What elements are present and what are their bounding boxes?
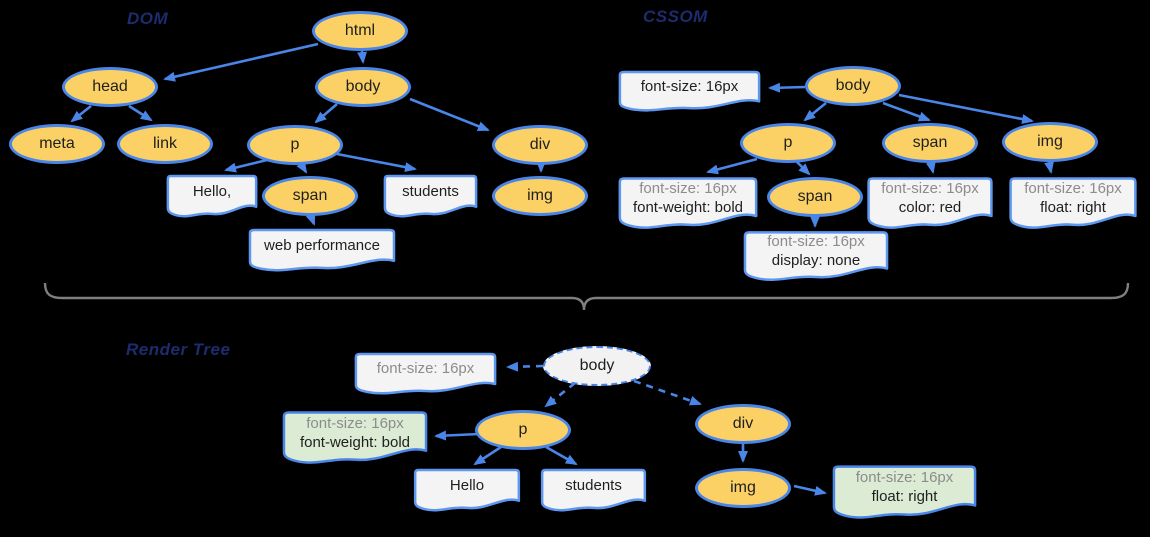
edge-render-p-hello (473, 445, 502, 466)
combine-brace (43, 282, 1130, 311)
edge-html-head (163, 42, 319, 82)
dom-head-node: head (62, 67, 158, 107)
edge-cssom-body-style (768, 82, 806, 93)
cssom-p-node: p (740, 123, 836, 163)
render-body-style-box: font-size: 16px (353, 352, 498, 396)
render-p-node: p (475, 410, 571, 450)
cssom-span2-node: span (767, 177, 863, 217)
dom-div-node: div (492, 125, 588, 165)
cssom-img-node: img (1002, 122, 1098, 162)
dom-div-label: div (529, 136, 551, 153)
render-img-node: img (695, 468, 791, 508)
edge-render-img-style (793, 484, 827, 496)
dom-span-node: span (262, 176, 358, 216)
dom-p-label: p (290, 136, 300, 153)
dom-html-label: html (344, 22, 376, 39)
dom-meta-label: meta (39, 135, 75, 152)
cssom-img-style-label: float: right (1040, 199, 1106, 216)
edge-cssom-p-style (706, 157, 758, 175)
dom-img-node: img (492, 176, 588, 216)
render-div-label: div (732, 415, 754, 432)
dom-text-students: students (383, 174, 478, 219)
cssom-span2-style-box: font-size: 16px display: none (742, 230, 890, 283)
cssom-p-inherited-label: font-size: 16px (639, 180, 737, 197)
dom-span-label: span (292, 187, 328, 204)
dom-html-node: html (312, 11, 408, 51)
cssom-body-style-box: font-size: 16px (617, 70, 762, 113)
cssom-body-style-label: font-size: 16px (640, 77, 739, 95)
cssom-span-style-label: color: red (898, 199, 962, 216)
cssom-img-inherited-label: font-size: 16px (1024, 180, 1122, 197)
dom-text-students-label: students (402, 182, 459, 200)
edge-render-p-students (545, 445, 578, 466)
dom-link-node: link (117, 124, 213, 164)
edge-render-body-div (633, 379, 702, 406)
edge-cssom-span-style (925, 161, 936, 174)
dom-text-webperf-label: web performance (264, 236, 380, 254)
cssom-span2-style-label: display: none (771, 252, 861, 269)
cssom-span-style-box: font-size: 16px color: red (866, 176, 994, 231)
edge-head-link (128, 104, 153, 122)
edge-span-webperf (305, 212, 316, 226)
cssom-span2-inherited-label: font-size: 16px (767, 233, 865, 250)
render-div-node: div (695, 404, 791, 444)
cssom-span2-label: span (797, 188, 833, 205)
edge-render-body-p (544, 381, 576, 408)
cssom-p-style-box: font-size: 16px font-weight: bold (617, 176, 759, 231)
dom-img-label: img (527, 187, 553, 204)
cssom-tree-title: CSSOM (643, 7, 708, 26)
dom-tree-title: DOM (127, 9, 169, 28)
render-text-students: students (540, 468, 647, 513)
dom-text-hello-label: Hello, (192, 182, 232, 200)
render-img-inherited-label: font-size: 16px (855, 469, 954, 486)
cssom-span-label: span (912, 134, 948, 151)
cssom-p-style-label: font-weight: bold (632, 199, 744, 216)
edge-html-body (357, 50, 368, 64)
render-img-style-box: font-size: 16px float: right (831, 464, 978, 521)
edge-head-meta (70, 104, 92, 123)
cssom-img-style-box: font-size: 16px float: right (1008, 176, 1138, 231)
render-img-label: img (730, 479, 756, 496)
dom-meta-node: meta (9, 124, 105, 164)
render-text-hello: Hello (413, 468, 521, 513)
edge-p-students (336, 152, 417, 173)
edge-body-div (409, 97, 490, 132)
cssom-body-node: body (805, 66, 901, 106)
dom-p-node: p (247, 125, 343, 165)
cssom-img-label: img (1037, 133, 1063, 150)
dom-text-webperf: web performance (247, 228, 397, 273)
dom-body-node: body (315, 67, 411, 107)
edge-cssom-img-style (1044, 161, 1054, 174)
render-img-style-label: float: right (871, 488, 938, 505)
render-p-inherited-label: font-size: 16px (306, 414, 404, 432)
render-text-students-label: students (565, 476, 622, 494)
render-body-label: body (579, 357, 615, 374)
render-p-style-box: font-size: 16px font-weight: bold (281, 410, 429, 466)
dom-text-hello: Hello, (166, 174, 258, 219)
edge-cssom-body-p (803, 101, 827, 122)
render-tree-title: Render Tree (126, 340, 231, 359)
render-body-node: body (543, 346, 651, 386)
edge-cssom-body-span (882, 101, 931, 122)
edge-cssom-p-span2 (796, 161, 811, 176)
render-text-hello-label: Hello (449, 476, 485, 494)
edge-render-p-style (434, 430, 480, 441)
dom-link-label: link (152, 135, 177, 152)
cssom-span-inherited-label: font-size: 16px (881, 180, 979, 197)
cssom-span-node: span (882, 123, 978, 163)
edge-body-p (314, 103, 338, 124)
edge-p-span (296, 160, 308, 174)
dom-head-label: head (92, 78, 128, 95)
render-p-style-label: font-weight: bold (299, 433, 411, 451)
cssom-body-label: body (835, 77, 871, 94)
edge-p-hello (224, 157, 272, 173)
render-p-label: p (518, 421, 528, 438)
dom-body-label: body (345, 78, 381, 95)
render-body-style-label: font-size: 16px (376, 360, 475, 377)
cssom-p-label: p (783, 134, 793, 151)
edge-render-body-style (506, 361, 544, 372)
edge-cssom-body-img (898, 93, 1034, 124)
